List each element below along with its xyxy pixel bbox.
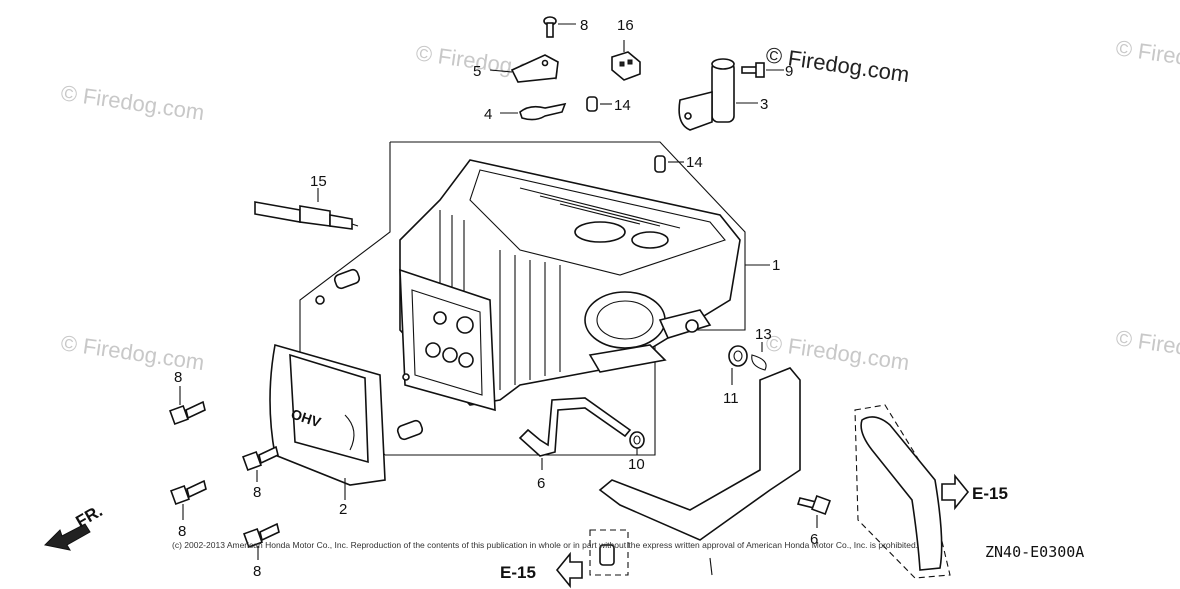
part-11-seal[interactable] bbox=[728, 345, 748, 385]
dowel-left-lower[interactable] bbox=[396, 373, 424, 441]
callout-10: 10 bbox=[628, 456, 645, 473]
part-8-bolt-d[interactable] bbox=[243, 522, 280, 560]
callout-8-d: 8 bbox=[253, 563, 261, 580]
part-5-plate[interactable] bbox=[489, 54, 559, 83]
callout-3: 3 bbox=[760, 96, 768, 113]
callout-8-a: 8 bbox=[174, 369, 182, 386]
ref-e15-label: E-15 bbox=[972, 484, 1008, 503]
part-12-bolt[interactable] bbox=[543, 16, 576, 38]
callout-8-e: 6 bbox=[810, 531, 818, 548]
part-2-head-cover[interactable]: OHV bbox=[269, 343, 386, 500]
dowel-left-upper[interactable] bbox=[315, 268, 361, 305]
part-10-washer[interactable] bbox=[629, 431, 645, 455]
front-label: FR. bbox=[73, 501, 106, 531]
part-8-bolt-a[interactable] bbox=[169, 386, 206, 425]
callout-11: 11 bbox=[723, 390, 739, 407]
part-6-arm[interactable] bbox=[518, 397, 632, 470]
part-1-cylinder-block[interactable] bbox=[399, 159, 741, 412]
part-15-spark-plug[interactable] bbox=[254, 188, 359, 230]
callout-13: 13 bbox=[755, 326, 772, 343]
watermark-faint: © Firedog.com bbox=[59, 330, 206, 375]
callout-8-c: 8 bbox=[178, 523, 186, 540]
part-14-dowel-top[interactable] bbox=[586, 96, 612, 112]
callout-8-b: 8 bbox=[253, 484, 261, 501]
watermark-faint: © Firedog.com bbox=[59, 80, 206, 125]
part-4-lever[interactable] bbox=[500, 102, 567, 121]
part-9-bolt[interactable] bbox=[741, 62, 784, 78]
callout-14-mid: 14 bbox=[686, 154, 703, 171]
watermark-faint: © Firedog.com bbox=[764, 330, 911, 375]
callout-5: 5 bbox=[473, 63, 481, 80]
watermark-faint: © Firedog.com bbox=[1114, 35, 1180, 80]
callout-1: 1 bbox=[772, 257, 780, 274]
callout-16: 16 bbox=[617, 17, 634, 34]
ref-arrow-e15-bottom[interactable]: E-15 bbox=[500, 529, 713, 589]
callout-2: 2 bbox=[339, 501, 347, 518]
callout-15: 15 bbox=[310, 173, 327, 190]
part-8-bolt-e[interactable] bbox=[796, 495, 831, 528]
diagram-code: ZN40-E0300A bbox=[985, 543, 1084, 561]
callout-14-top: 14 bbox=[614, 97, 631, 114]
watermark-faint: © Firedog.com bbox=[1114, 325, 1180, 370]
part-8-bolt-c[interactable] bbox=[170, 479, 207, 520]
callout-12: 8 bbox=[580, 17, 588, 34]
breather-tube-group[interactable] bbox=[854, 404, 951, 579]
part-13-clip[interactable] bbox=[751, 342, 767, 371]
guide-plate[interactable] bbox=[598, 367, 801, 541]
callout-9: 9 bbox=[785, 63, 793, 80]
callout-4: 4 bbox=[484, 106, 492, 123]
part-8-bolt-b[interactable] bbox=[242, 445, 279, 482]
part-16-block[interactable] bbox=[611, 40, 641, 81]
part-3-elbow[interactable] bbox=[678, 58, 758, 131]
ref-arrow-e15[interactable]: E-15 bbox=[941, 473, 1008, 511]
front-arrow: FR. bbox=[43, 501, 106, 551]
callout-6: 6 bbox=[537, 475, 545, 492]
ref-e15-bottom-label: E-15 bbox=[500, 563, 536, 582]
part-14-dowel-mid[interactable] bbox=[654, 155, 684, 173]
copyright-notice: (c) 2002-2013 American Honda Motor Co., … bbox=[172, 540, 918, 550]
